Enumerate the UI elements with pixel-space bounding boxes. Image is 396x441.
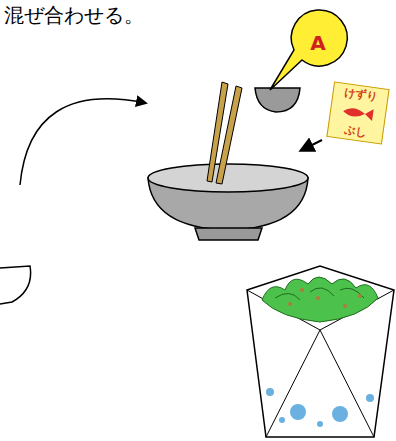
dish-pattern — [266, 388, 374, 427]
packet-text: ぶし — [344, 124, 367, 138]
curved-arrow — [20, 99, 145, 185]
bowl-foot — [195, 228, 262, 240]
seasoning-packet: けずりぶし — [326, 81, 389, 144]
callout-letter: A — [310, 33, 325, 53]
partial-bowl — [0, 266, 31, 304]
salad — [262, 277, 378, 322]
chopstick — [216, 86, 242, 184]
callout-bubble: A — [288, 12, 348, 74]
small-cup — [255, 88, 300, 112]
bowl-rim — [148, 164, 308, 192]
instruction-text: 混ぜ合わせる。 — [4, 2, 144, 29]
packet-text: けずり — [343, 87, 377, 102]
glass-dish — [247, 266, 394, 437]
small-arrow — [302, 140, 322, 150]
fish-icon — [340, 103, 376, 124]
